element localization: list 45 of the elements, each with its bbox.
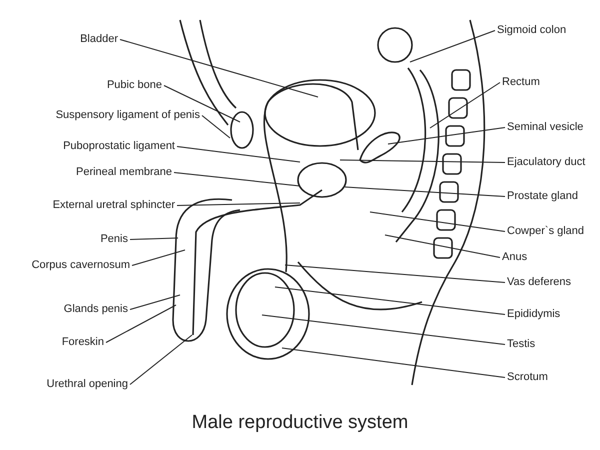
leader-line — [430, 82, 500, 128]
leader-line — [284, 264, 506, 283]
leader-line — [130, 238, 178, 240]
leader-line — [340, 160, 506, 163]
leader-line — [164, 85, 240, 122]
leader-line — [176, 202, 300, 206]
part-label: Penis — [100, 233, 128, 246]
part-label: Anus — [502, 251, 528, 264]
part-label: Ejaculatory duct — [507, 156, 586, 169]
part-label: Prostate gland — [507, 190, 578, 203]
part-label: Epididymis — [507, 308, 560, 321]
part-label: Bladder — [80, 33, 118, 46]
leader-line — [174, 172, 300, 186]
leader-line — [370, 212, 506, 232]
part-label: Sigmoid colon — [497, 24, 566, 37]
leader-line — [130, 334, 192, 385]
leader-line — [106, 304, 176, 343]
leader-line — [202, 115, 230, 138]
part-label: Pubic bone — [106, 79, 162, 92]
part-label: Rectum — [502, 76, 540, 89]
part-label: Corpus cavernosum — [32, 259, 130, 272]
part-label: Puboprostatic ligament — [63, 140, 175, 153]
leader-line — [120, 39, 318, 98]
part-label: External uretral sphincter — [52, 199, 175, 212]
leader-line — [130, 294, 180, 310]
leader-line — [384, 234, 500, 258]
part-label: Seminal vesicle — [507, 121, 584, 134]
leader-line — [274, 286, 506, 315]
leader-line — [132, 250, 186, 266]
part-label: Scrotum — [507, 371, 548, 384]
leader-line — [262, 314, 506, 345]
leader-line — [176, 146, 300, 162]
part-label: Foreskin — [62, 336, 104, 349]
part-label: Testis — [507, 338, 536, 351]
leader-line — [410, 30, 496, 62]
leader-line — [282, 348, 506, 378]
part-label: Suspensory ligament of penis — [56, 109, 200, 122]
leader-line — [388, 127, 506, 144]
part-label: Cowper`s gland — [507, 225, 584, 238]
part-label: Vas deferens — [507, 276, 572, 289]
part-label: Glands penis — [64, 303, 128, 316]
part-label: Perineal membrane — [76, 166, 172, 179]
leader-line — [344, 186, 506, 197]
part-label: Urethral opening — [46, 378, 128, 391]
caption: Male reproductive system — [192, 412, 408, 433]
